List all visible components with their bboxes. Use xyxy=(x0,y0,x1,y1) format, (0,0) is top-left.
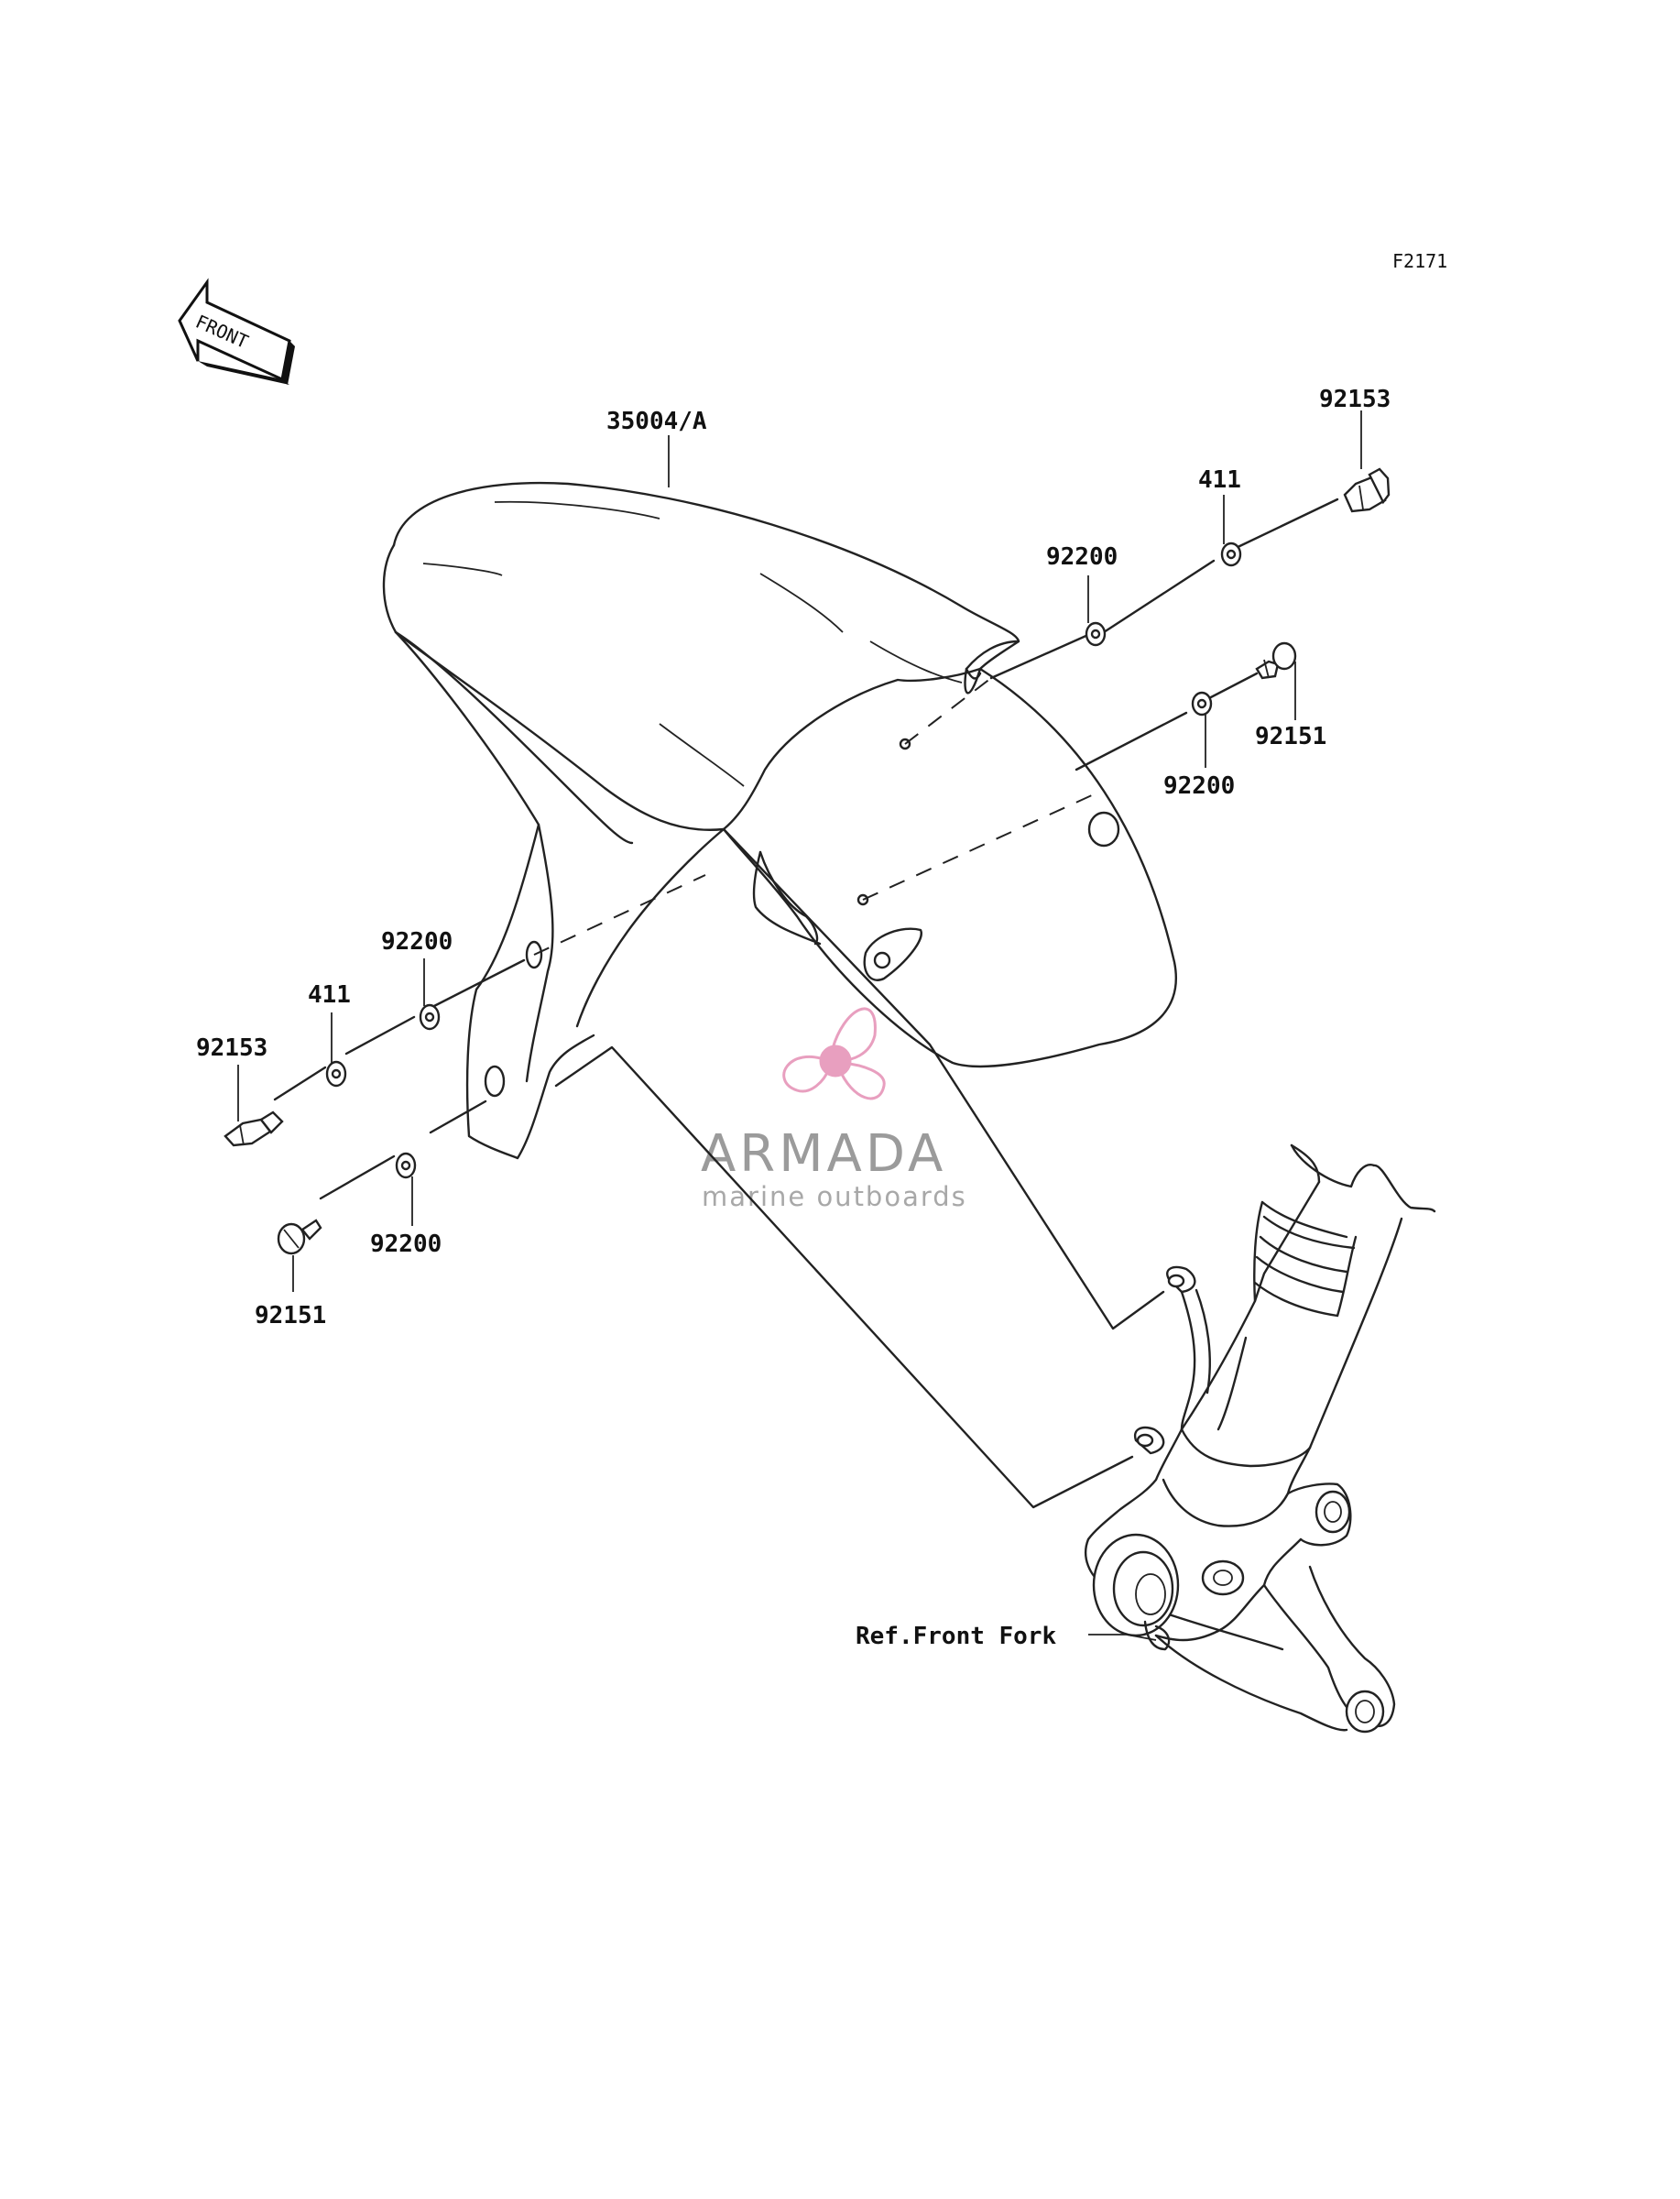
assembly-line-3b xyxy=(429,958,526,1010)
label-92200-upper: 92200 xyxy=(1046,543,1118,571)
bolt-92151-left-icon xyxy=(277,1219,322,1255)
assembly-line-1b xyxy=(989,632,1092,680)
label-411-left: 411 xyxy=(308,981,351,1009)
front-fender-35004 xyxy=(382,481,1177,1160)
assembly-line-4b xyxy=(319,1154,396,1200)
fender-fork-link-1 xyxy=(722,827,1165,1330)
label-92151-left: 92151 xyxy=(255,1302,326,1329)
label-92200-left: 92200 xyxy=(381,928,453,956)
assembly-line-2b xyxy=(1075,711,1188,771)
label-92151-right: 92151 xyxy=(1255,723,1326,750)
label-92153-left: 92153 xyxy=(196,1034,267,1062)
bolt-92151-right-icon xyxy=(1255,641,1297,680)
fender-fork-link-2 xyxy=(554,1045,1134,1509)
label-411-right: 411 xyxy=(1198,466,1241,494)
label-92200-mid: 92200 xyxy=(1163,772,1235,800)
front-fork-reference xyxy=(1084,1143,1436,1734)
bolt-92153-right-icon xyxy=(1343,467,1391,513)
assembly-line-1c xyxy=(1102,559,1216,634)
front-arrow-icon: FRONT xyxy=(178,278,295,385)
label-92200-low: 92200 xyxy=(370,1231,442,1258)
assembly-line-3 xyxy=(533,874,706,956)
assembly-line-1 xyxy=(904,677,992,745)
diagram-code: F2171 xyxy=(1392,250,1447,272)
assembly-line-2 xyxy=(862,789,1105,901)
assembly-line-2c xyxy=(1207,672,1259,700)
assembly-line-4 xyxy=(429,1100,487,1134)
armada-watermark: ARMADA marine outboards xyxy=(701,1007,967,1212)
propeller-logo-icon xyxy=(782,1007,886,1100)
bolt-92153-left-icon xyxy=(224,1110,284,1147)
assembly-line-3c xyxy=(344,1015,416,1056)
leader-ref-front-fork xyxy=(1088,1634,1157,1641)
assembly-line-3d xyxy=(273,1066,327,1101)
watermark-tagline: marine outboards xyxy=(702,1181,967,1212)
watermark-brand: ARMADA xyxy=(701,1124,946,1184)
assembly-line-1d xyxy=(1230,498,1339,552)
label-ref-front-fork: Ref.Front Fork xyxy=(856,1623,1056,1650)
label-92153-right: 92153 xyxy=(1319,386,1391,413)
label-35004-a: 35004/A xyxy=(606,408,707,435)
